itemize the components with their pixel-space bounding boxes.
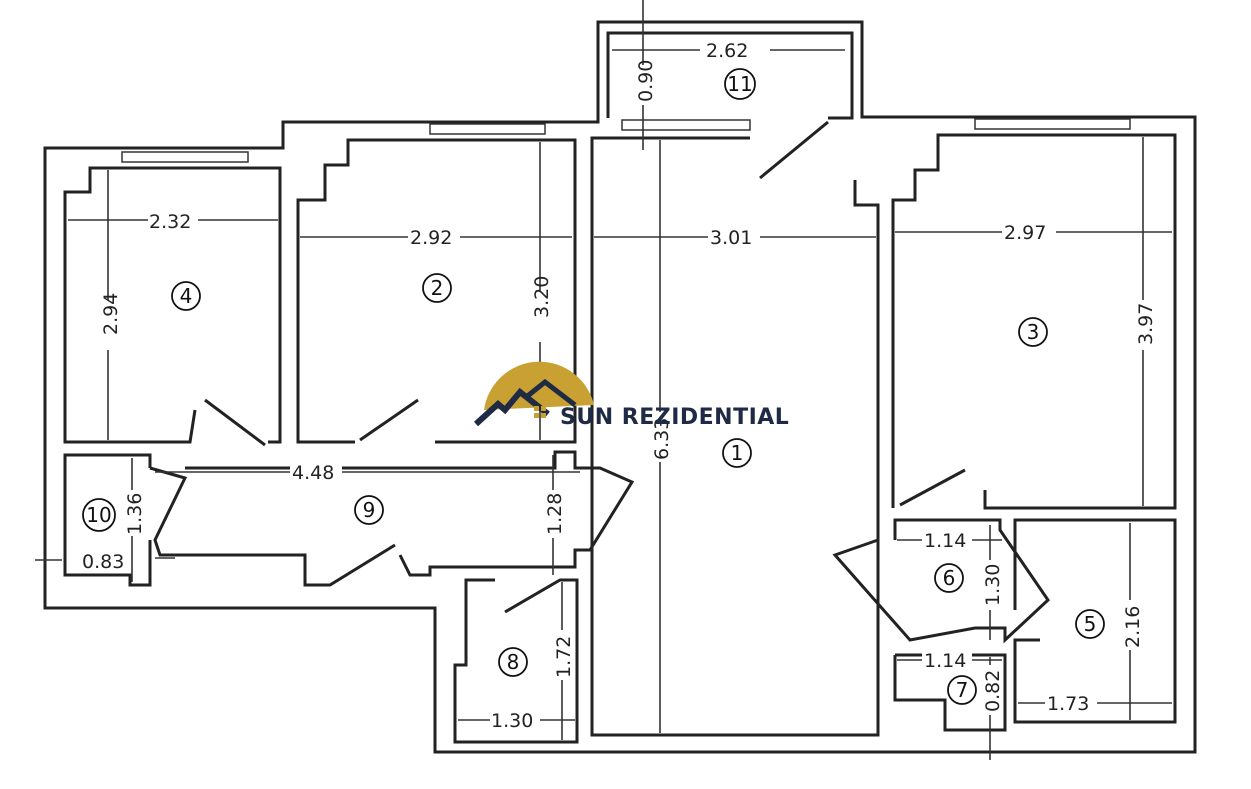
dim-room4-width: 2.32 (149, 211, 191, 233)
room-labels: 11 4 2 3 1 9 10 8 6 7 5 (82, 68, 1105, 705)
dim-room4-depth: 2.94 (100, 293, 122, 335)
door (359, 398, 419, 442)
dim-room5-width: 1.73 (1047, 693, 1089, 715)
outer-wall (43, 20, 1197, 754)
dim-room6-width: 1.14 (924, 530, 966, 552)
door (899, 468, 966, 507)
room-number-10: 10 (86, 503, 111, 527)
dim-room2-depth: 3.20 (531, 276, 553, 318)
dim-room8-width: 1.30 (491, 710, 533, 732)
dim-room9-width: 4.48 (292, 462, 334, 484)
window (621, 119, 751, 131)
roof-icon (473, 387, 550, 427)
room-number-4: 4 (180, 284, 193, 308)
room-number-6: 6 (943, 566, 956, 590)
dim-room3-depth: 3.97 (1135, 303, 1157, 345)
room-8-wall (453, 578, 579, 744)
room-number-11: 11 (727, 72, 752, 96)
room-number-7: 7 (956, 678, 969, 702)
room-number-3: 3 (1027, 320, 1040, 344)
window (429, 123, 546, 135)
room-5-wall (1013, 518, 1177, 724)
dim-room1-depth: 6.33 (651, 418, 673, 460)
dim-room11-width: 2.62 (706, 40, 748, 62)
room-2-wall (296, 138, 577, 444)
window (974, 118, 1131, 130)
room-6-wall (832, 518, 1050, 644)
door (759, 120, 829, 180)
room-11-wall (606, 31, 854, 120)
room-number-5: 5 (1084, 612, 1097, 636)
logo-text: SUN REZIDENTIAL (560, 405, 789, 430)
dim-room5-depth: 2.16 (1122, 606, 1144, 648)
dim-room6-depth: 1.30 (982, 564, 1004, 606)
dim-room10-width: 0.83 (82, 551, 124, 573)
room-number-2: 2 (431, 276, 444, 300)
dim-room1-width: 3.01 (710, 227, 752, 249)
room-number-1: 1 (731, 441, 744, 465)
dim-room7-width: 1.14 (924, 650, 966, 672)
room-4-wall (63, 166, 282, 444)
room-9-wall (149, 466, 396, 587)
room-9-wall-2 (185, 450, 635, 577)
room-3-wall (891, 133, 1177, 510)
dim-room7-depth: 0.82 (982, 670, 1004, 712)
dim-room10-depth: 1.36 (124, 493, 146, 535)
dim-room11-depth: 0.90 (635, 60, 657, 102)
room-10-wall (63, 453, 152, 587)
dim-room3-width: 2.97 (1004, 222, 1046, 244)
window (121, 151, 249, 163)
room-1-wall (590, 136, 880, 737)
dim-room2-width: 2.92 (410, 227, 452, 249)
dim-room9-depth: 1.28 (544, 493, 566, 535)
door (204, 398, 266, 447)
dim-room8-depth: 1.72 (553, 636, 575, 678)
room-number-9: 9 (363, 498, 376, 522)
room-number-8: 8 (507, 650, 520, 674)
room-7-wall (893, 653, 1007, 732)
sun-rezidential-logo: SUN REZIDENTIAL (473, 361, 789, 430)
dimension-lines (35, 0, 1172, 760)
